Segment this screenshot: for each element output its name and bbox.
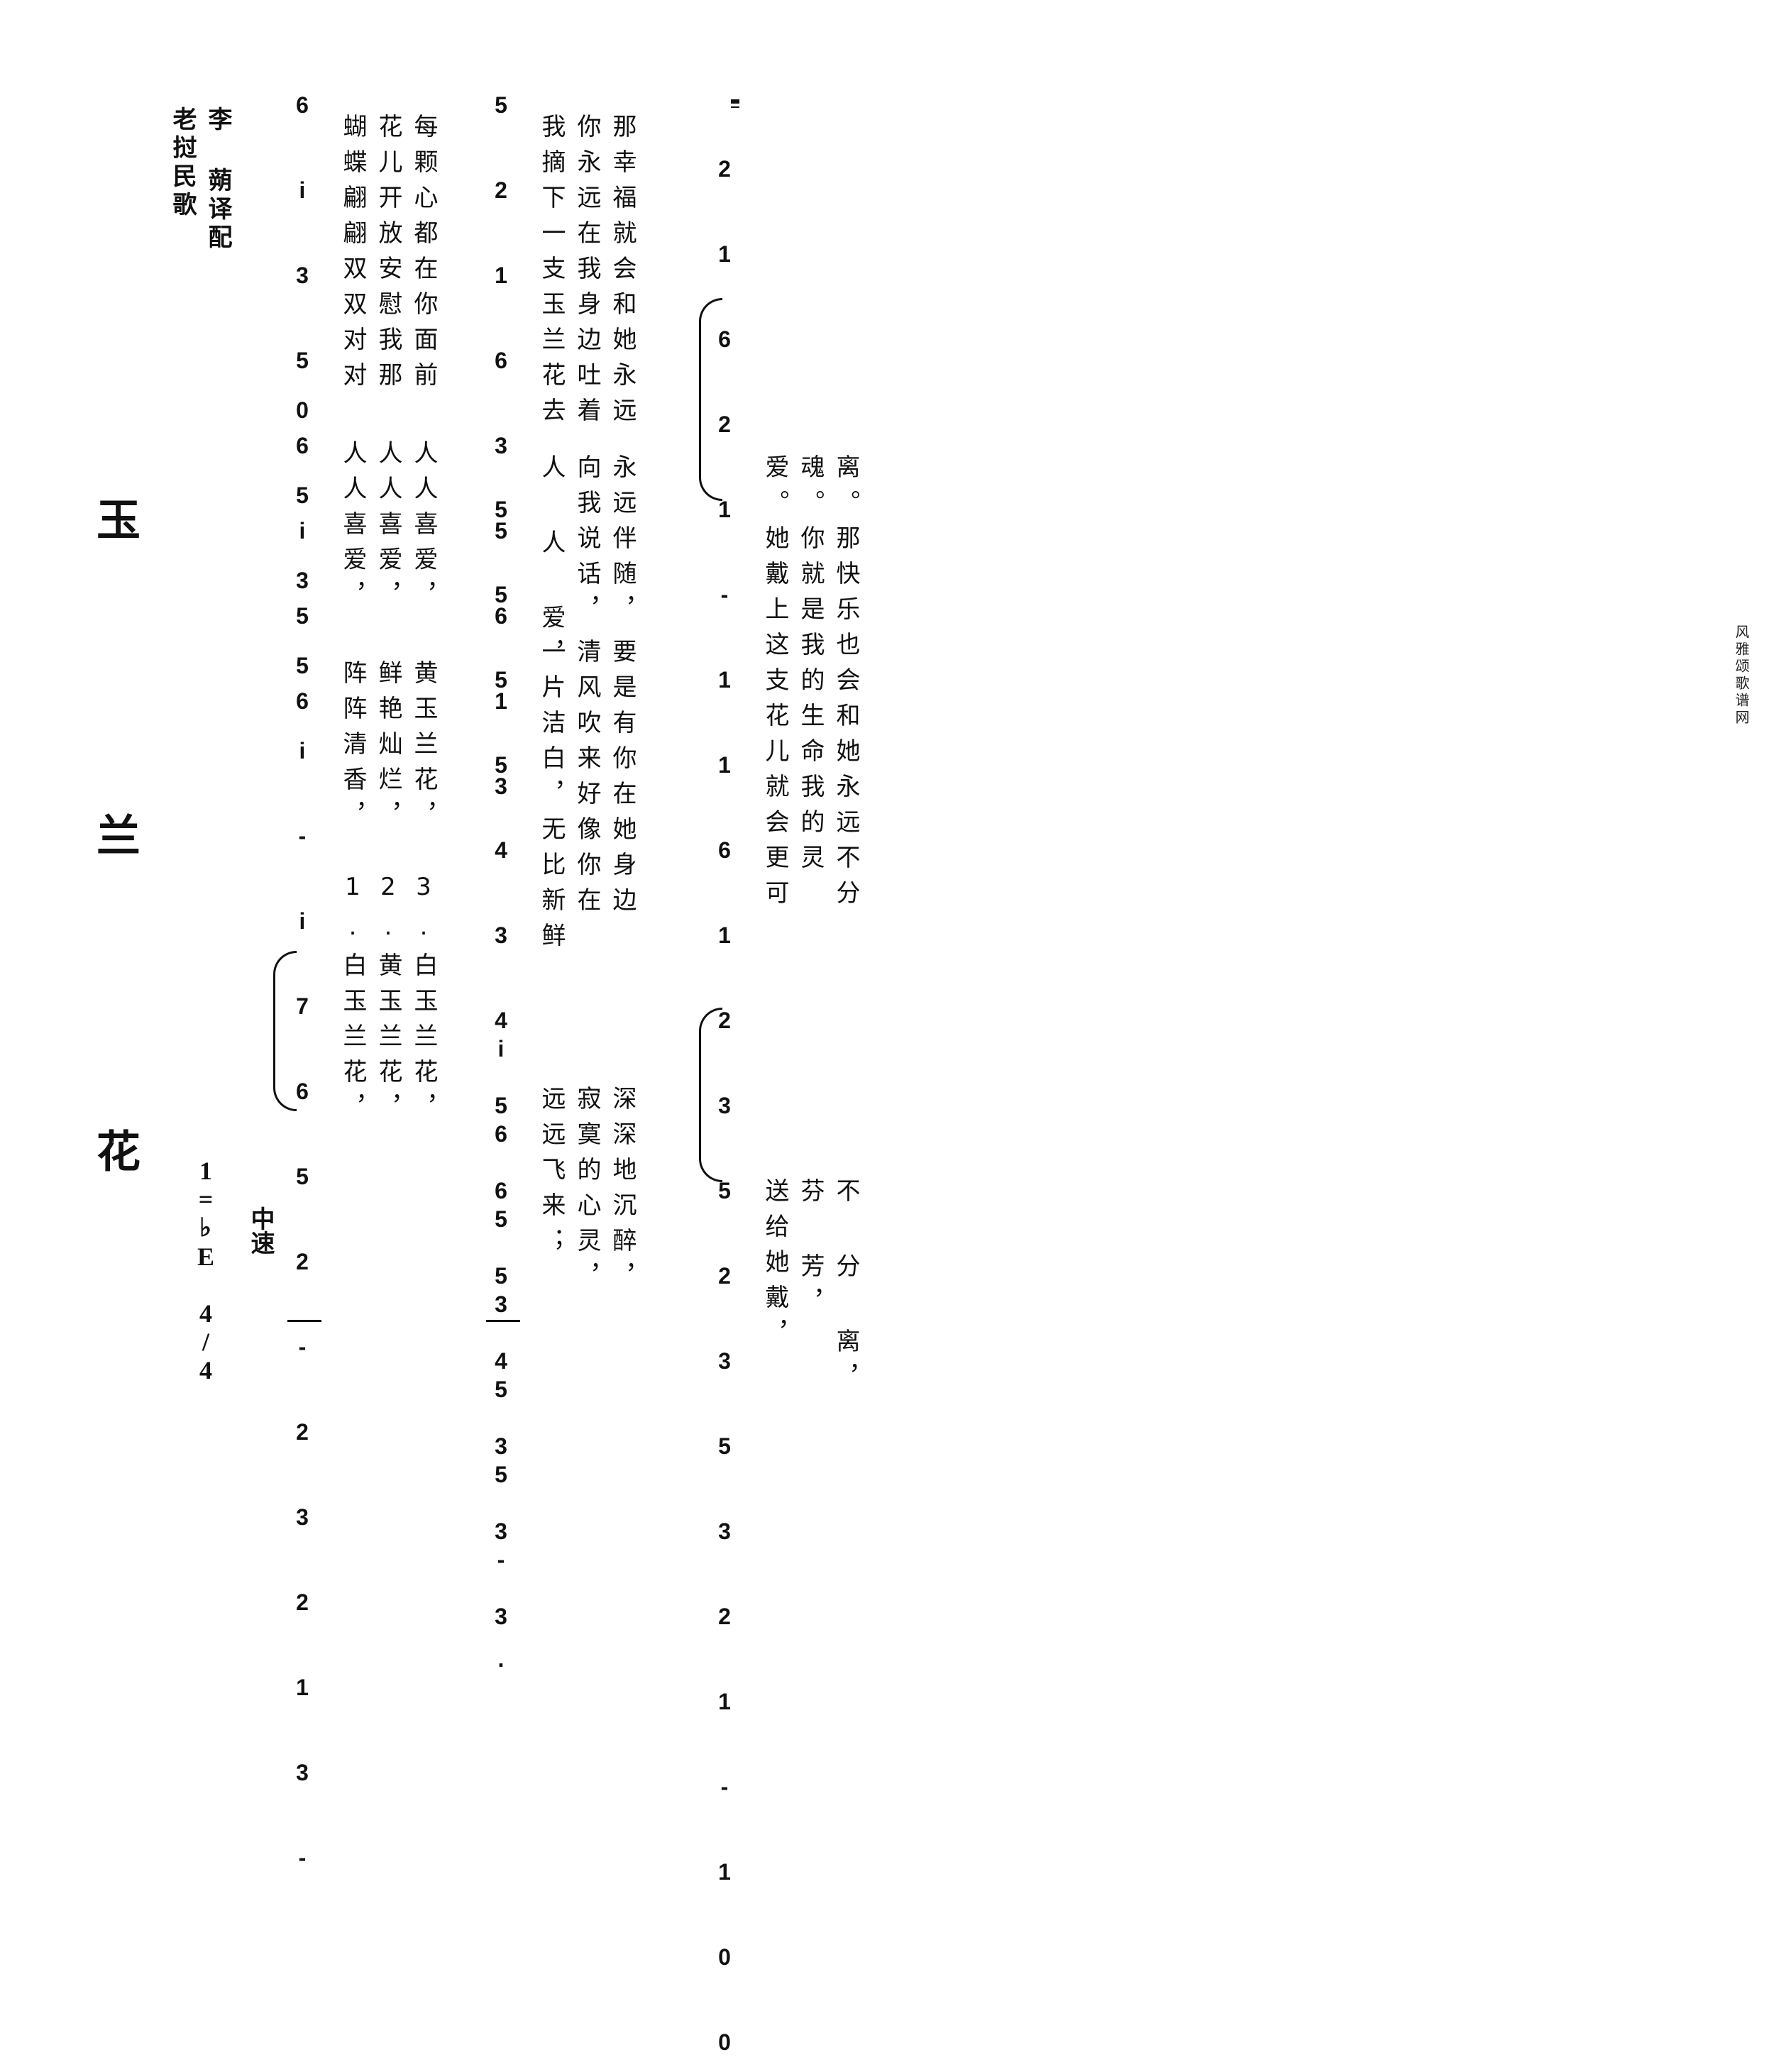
s1-v1-lyric-a: 1.白玉兰花， bbox=[338, 873, 367, 1130]
s1-v1-lyric-d: 蝴蝶翩翩双双对对 bbox=[338, 114, 367, 397]
s1-v1-lyric-c: 人人喜爱， bbox=[338, 440, 367, 617]
s2-v3-lyric-c: 永远伴随， bbox=[608, 454, 637, 632]
s2-v3-lyric-d: 那幸福就会和她永远 bbox=[608, 114, 637, 433]
s1-v2-lyric-b: 鲜艳灿烂， bbox=[374, 660, 402, 837]
s3-v2-lyric-a: 芬 芳， bbox=[796, 1178, 825, 1324]
s1-v3-lyric-b: 黄玉兰花， bbox=[409, 660, 438, 837]
s2-v1-lyric-b: 一片洁白，无比新鲜 bbox=[537, 639, 566, 958]
final-barline-thin bbox=[731, 106, 739, 108]
s2-v1-lyric-d: 我摘下一支玉兰花去 bbox=[537, 114, 566, 433]
s2-v3-lyric-a: 深深地沉醉， bbox=[608, 1086, 637, 1299]
s3-v3-lyric-a: 不 分 离， bbox=[832, 1178, 860, 1399]
s3-v2-lyric-c: 魂。 bbox=[796, 454, 825, 525]
s1-v2-lyric-d: 花儿开放安慰我那 bbox=[374, 114, 402, 397]
credit-translator: 李 蒴译配 bbox=[204, 106, 232, 253]
s2-v2-lyric-c: 向我说话， bbox=[573, 454, 601, 632]
key-label: 1=♭E bbox=[192, 1157, 220, 1271]
s3-v1-lyric-a: 送给她戴， bbox=[761, 1178, 789, 1355]
system3-slur-a bbox=[699, 1008, 722, 1182]
s1-v3-lyric-a: 3.白玉兰花， bbox=[409, 873, 438, 1130]
s2-v2-lyric-d: 你永远在我身边吐着 bbox=[573, 114, 601, 433]
s1-v3-lyric-c: 人人喜爱， bbox=[409, 440, 438, 617]
watermark-text: 风雅颂歌谱网 bbox=[1733, 624, 1750, 727]
s1-v2-lyric-a: 2.黄玉兰花， bbox=[374, 873, 402, 1130]
s2-v3-lyric-b: 要是有你在她身边 bbox=[608, 639, 637, 922]
score-page: 玉 兰 花 老挝民歌 李 蒴译配 1=♭E 4/4 中速 0 5 3 5 i -… bbox=[89, 92, 1750, 2072]
s1-v3-lyric-d: 每颗心都在你面前 bbox=[409, 114, 438, 397]
time-signature: 4/4 bbox=[192, 1299, 220, 1384]
system3-slur-b bbox=[699, 298, 722, 501]
s3-v3-lyric-c: 离。 bbox=[832, 454, 860, 525]
s2-v2-lyric-a: 寂寞的心灵， bbox=[573, 1086, 601, 1299]
system1-slur bbox=[273, 951, 297, 1111]
s3-v1-lyric-b: 她戴上这支花儿就会更可 bbox=[761, 525, 789, 915]
s2-v1-lyric-a: 远远飞来； bbox=[537, 1086, 566, 1263]
s2-v2-lyric-b: 清风吹来好像你在 bbox=[573, 639, 601, 922]
s3-v3-lyric-b: 那快乐也会和她永远不分 bbox=[832, 525, 860, 915]
credit-origin: 老挝民歌 bbox=[168, 106, 197, 220]
system1-barline bbox=[287, 1320, 321, 1322]
s1-v1-lyric-b: 阵阵清香， bbox=[338, 660, 367, 837]
system1-notes-b: 6 i 3 5 6 i 5 6 bbox=[290, 92, 315, 731]
final-barline-thick bbox=[731, 99, 739, 104]
s3-v1-lyric-c: 爱。 bbox=[761, 454, 789, 525]
s3-v2-lyric-b: 你就是我的生命我的灵 bbox=[796, 525, 825, 880]
song-title: 玉 兰 花 bbox=[89, 497, 141, 1282]
tempo-marking: 中速 bbox=[247, 1206, 274, 1255]
key-signature: 1=♭E 4/4 bbox=[192, 1157, 220, 1384]
system2-barline bbox=[486, 1320, 520, 1322]
s2-v1-lyric-c: 人 人 爱， bbox=[537, 454, 566, 676]
system2-notes-c: 5 2 1 6 3 5 6 1 3 bbox=[488, 92, 514, 816]
s1-v2-lyric-c: 人人喜爱， bbox=[374, 440, 402, 617]
